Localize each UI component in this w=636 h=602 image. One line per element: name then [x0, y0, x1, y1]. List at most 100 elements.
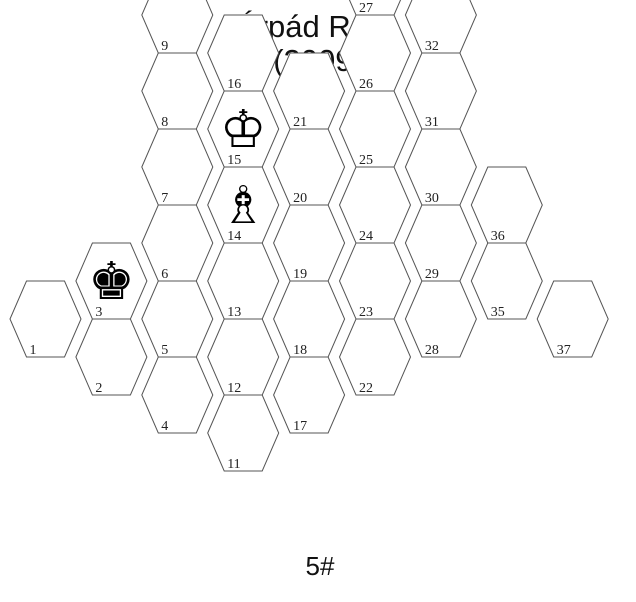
- hex-outline: [273, 280, 346, 358]
- hex-cell-14[interactable]: 14: [207, 166, 280, 244]
- cell-number: 13: [227, 305, 241, 320]
- white-bishop-icon[interactable]: ♗: [220, 176, 267, 236]
- hex-outline: [338, 90, 412, 168]
- hex-cell-13[interactable]: 13: [207, 242, 280, 320]
- hex-outline: [273, 204, 346, 282]
- cell-number: 12: [227, 381, 241, 396]
- hex-outline: [141, 128, 214, 206]
- hex-outline: [9, 280, 82, 358]
- white-king-icon[interactable]: ♔: [220, 100, 267, 160]
- hex-cell-7[interactable]: 7: [141, 128, 214, 206]
- hex-cell-18[interactable]: 18: [273, 280, 346, 358]
- hex-cell-2[interactable]: 2: [75, 318, 148, 396]
- cell-number: 21: [293, 115, 307, 130]
- cell-number: 3: [95, 305, 102, 320]
- hex-cell-22[interactable]: 22: [338, 318, 412, 396]
- hex-cell-4[interactable]: 4: [141, 356, 214, 434]
- hex-outline: [470, 166, 543, 244]
- hex-outline: [75, 318, 148, 396]
- cell-number: 11: [227, 457, 240, 472]
- hex-outline: [348, 0, 402, 16]
- cell-number: 30: [425, 191, 439, 206]
- hex-cell-25[interactable]: 25: [338, 90, 412, 168]
- hex-cell-19[interactable]: 19: [273, 204, 346, 282]
- hex-cell-26[interactable]: 26: [338, 14, 412, 92]
- cell-number: 25: [359, 153, 373, 168]
- cell-number: 26: [359, 77, 373, 92]
- hex-outline: [141, 204, 214, 282]
- hex-cell-31[interactable]: 31: [404, 52, 477, 130]
- hex-cell-36[interactable]: 36: [470, 166, 543, 244]
- hex-cell-1[interactable]: 1: [9, 280, 82, 358]
- cell-number: 15: [227, 153, 241, 168]
- hex-cell-17[interactable]: 17: [273, 356, 346, 434]
- hex-cell-11[interactable]: 11: [207, 394, 280, 472]
- hex-outline: [141, 0, 214, 54]
- cell-number: 8: [161, 115, 168, 130]
- hex-outline: [207, 394, 280, 472]
- hex-cell-29[interactable]: 29: [404, 204, 477, 282]
- cell-number: 28: [425, 343, 439, 358]
- cell-number: 16: [227, 77, 241, 92]
- hex-cell-24[interactable]: 24: [338, 166, 412, 244]
- cell-number: 24: [359, 229, 373, 244]
- hex-cell-23[interactable]: 23: [338, 242, 412, 320]
- cell-number: 17: [293, 419, 307, 434]
- hex-outline: [338, 242, 412, 320]
- cell-number: 35: [491, 305, 505, 320]
- cell-number: 2: [95, 381, 102, 396]
- hex-cell-12[interactable]: 12: [207, 318, 280, 396]
- hex-cell-21[interactable]: 21: [273, 52, 346, 130]
- cell-number: 7: [161, 191, 168, 206]
- cell-number: 32: [425, 39, 439, 54]
- hex-cell-35[interactable]: 35: [470, 242, 543, 320]
- hex-cell-20[interactable]: 20: [273, 128, 346, 206]
- cell-number: 20: [293, 191, 307, 206]
- black-king-icon[interactable]: ♚: [88, 252, 135, 312]
- hex-outline: [338, 166, 412, 244]
- hex-outline: [338, 318, 412, 396]
- hex-cell-27[interactable]: 27: [340, 0, 411, 16]
- hex-cell-30[interactable]: 30: [404, 128, 477, 206]
- cell-number: 14: [227, 229, 241, 244]
- cell-number: 22: [359, 381, 373, 396]
- hex-outline: [207, 318, 280, 396]
- hex-outline: [207, 242, 280, 320]
- cell-number: 27: [359, 1, 373, 16]
- hex-outline: [141, 52, 214, 130]
- hex-cell-28[interactable]: 28: [404, 280, 477, 358]
- cell-number: 1: [30, 343, 37, 358]
- hex-outline: [141, 280, 214, 358]
- hex-cell-16[interactable]: 16: [207, 14, 280, 92]
- cell-number: 37: [557, 343, 571, 358]
- hex-outline: [404, 280, 477, 358]
- hex-cell-37[interactable]: 37: [536, 280, 609, 358]
- cell-number: 4: [161, 419, 168, 434]
- cell-number: 36: [491, 229, 505, 244]
- cell-number: 18: [293, 343, 307, 358]
- hex-outline: [404, 128, 477, 206]
- hex-outline: [273, 52, 346, 130]
- cell-number: 9: [161, 39, 168, 54]
- hex-cell-32[interactable]: 32: [404, 0, 477, 54]
- hex-outline: [404, 204, 477, 282]
- hex-outline: [75, 242, 148, 320]
- hex-cell-3[interactable]: 3: [75, 242, 148, 320]
- stipulation-label: 5#: [305, 551, 335, 581]
- hex-outline: [536, 280, 609, 358]
- hex-outline: [338, 14, 412, 92]
- hex-cell-9[interactable]: 9: [141, 0, 214, 54]
- hex-cell-5[interactable]: 5: [141, 280, 214, 358]
- cell-number: 6: [161, 267, 168, 282]
- hex-cell-8[interactable]: 8: [141, 52, 214, 130]
- cell-number: 29: [425, 267, 439, 282]
- cell-number: 5: [161, 343, 168, 358]
- hex-outline: [404, 0, 477, 54]
- hex-cell-6[interactable]: 6: [141, 204, 214, 282]
- hex-outline: [470, 242, 543, 320]
- hex-outline: [207, 14, 280, 92]
- hex-outline: [404, 52, 477, 130]
- hex-cell-15[interactable]: 15: [207, 90, 280, 168]
- cell-number: 23: [359, 305, 373, 320]
